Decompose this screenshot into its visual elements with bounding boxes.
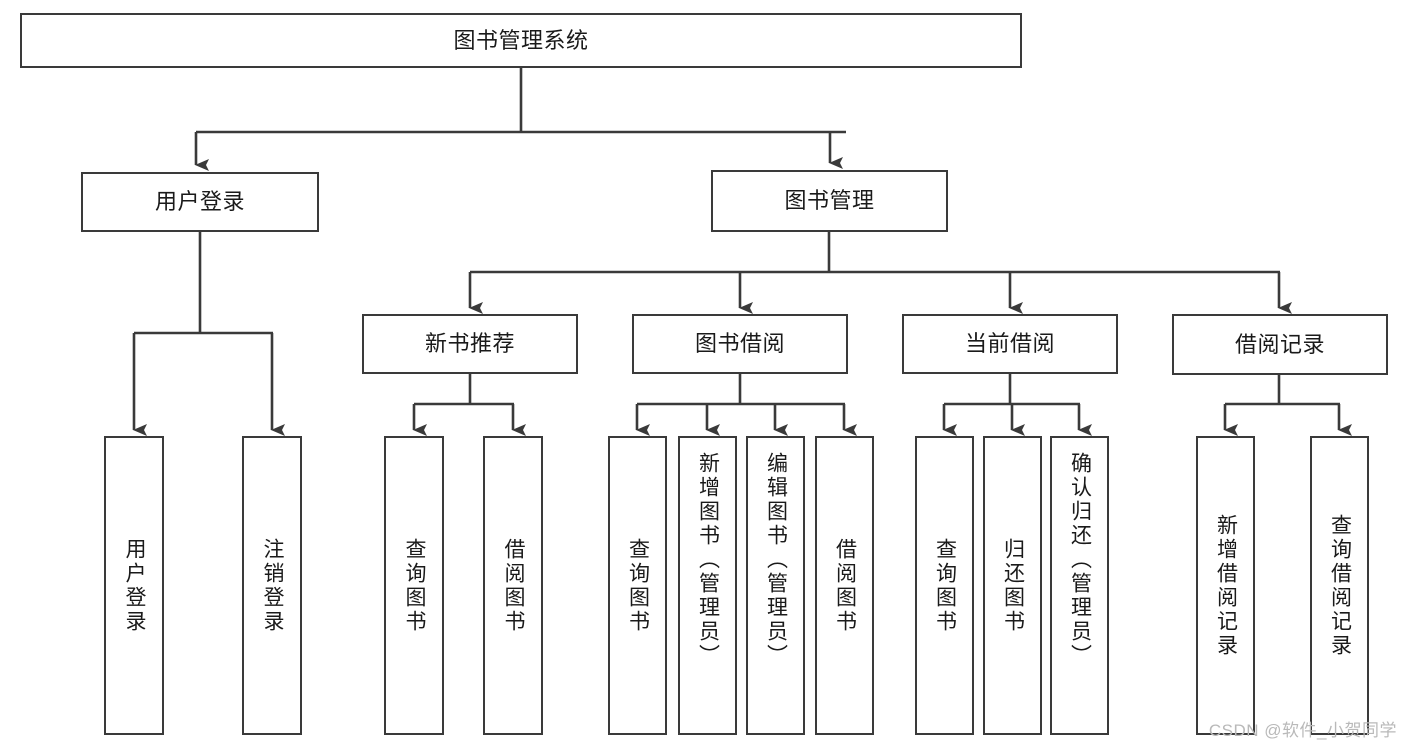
node-label: 图书管理 [784,188,875,214]
node-root-library-management-system[interactable]: 图书管理系统 [20,13,1022,68]
node-label: 用户登录 [123,537,147,634]
node-book-borrowing[interactable]: 图书借阅 [632,314,848,374]
leaf-book-borrow-edit-book-admin[interactable]: 编辑图书（管理员） [746,436,805,735]
leaf-current-borrow-query-book[interactable]: 查询图书 [915,436,974,735]
node-label: 借阅图书 [502,537,526,634]
node-label: 借阅记录 [1234,331,1325,357]
node-label: 图书管理系统 [453,27,589,53]
node-label: 编辑图书（管理员） [764,452,788,668]
node-label: 新增借阅记录 [1214,513,1238,658]
node-book-management[interactable]: 图书管理 [711,170,948,232]
node-label: 注销登录 [261,537,285,634]
leaf-current-borrow-confirm-return-admin[interactable]: 确认归还（管理员） [1050,436,1109,735]
node-label: 借阅图书 [833,537,857,634]
node-current-borrowing[interactable]: 当前借阅 [902,314,1118,374]
leaf-user-login-signout[interactable]: 注销登录 [242,436,302,735]
node-label: 查询图书 [626,537,650,634]
node-label: 图书借阅 [694,331,785,357]
node-label: 当前借阅 [964,331,1055,357]
leaf-user-login-signin[interactable]: 用户登录 [104,436,164,735]
csdn-watermark: CSDN @软件_小贺同学 [1208,721,1397,740]
leaf-current-borrow-return-book[interactable]: 归还图书 [983,436,1042,735]
leaf-new-book-borrow-book[interactable]: 借阅图书 [483,436,543,735]
leaf-new-book-query-book[interactable]: 查询图书 [384,436,444,735]
node-borrowing-record[interactable]: 借阅记录 [1172,314,1388,375]
leaf-borrow-record-query-record[interactable]: 查询借阅记录 [1310,436,1369,735]
node-label: 新增图书（管理员） [696,452,720,668]
node-label: 查询图书 [403,537,427,634]
leaf-book-borrow-query-book[interactable]: 查询图书 [608,436,667,735]
node-label: 用户登录 [154,189,245,215]
node-new-book-recommendation[interactable]: 新书推荐 [362,314,578,374]
node-label: 确认归还（管理员） [1068,452,1092,668]
node-label: 查询借阅记录 [1328,513,1352,658]
node-user-login[interactable]: 用户登录 [81,172,319,232]
node-label: 归还图书 [1001,537,1025,634]
leaf-book-borrow-add-book-admin[interactable]: 新增图书（管理员） [678,436,737,735]
leaf-book-borrow-borrow-book[interactable]: 借阅图书 [815,436,874,735]
node-label: 新书推荐 [424,331,515,357]
leaf-borrow-record-add-record[interactable]: 新增借阅记录 [1196,436,1255,735]
node-label: 查询图书 [933,537,957,634]
